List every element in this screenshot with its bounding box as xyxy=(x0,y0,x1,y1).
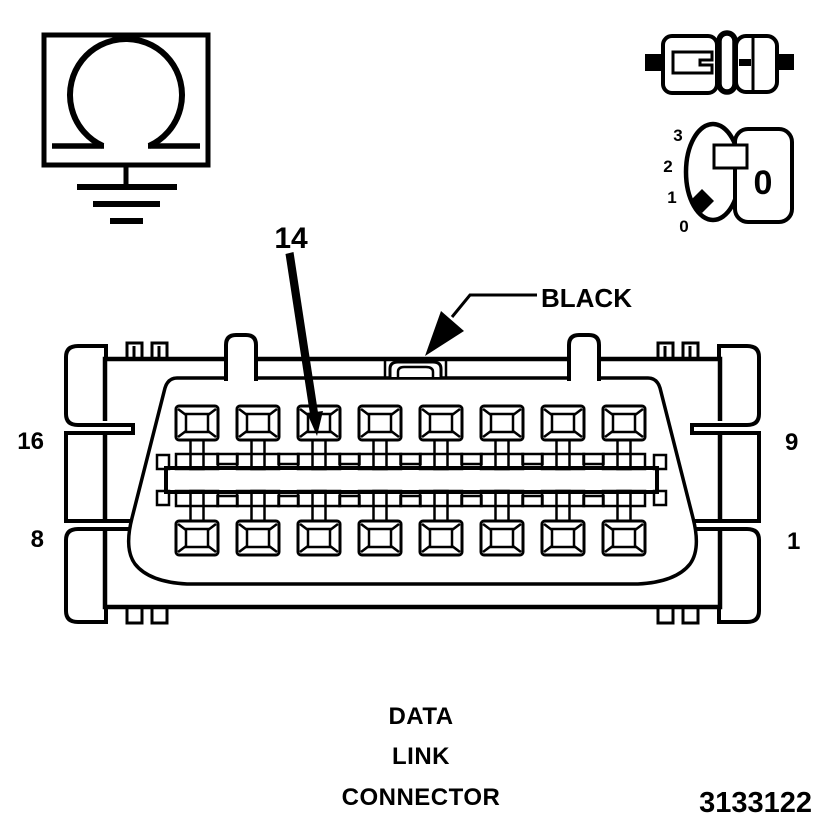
omega-icon xyxy=(67,36,185,149)
caption-line-3: CONNECTOR xyxy=(342,784,501,811)
dial-ring xyxy=(683,121,743,223)
black-label: BLACK xyxy=(541,283,632,313)
caption-line-2: LINK xyxy=(392,743,450,770)
black-leader-line xyxy=(450,293,537,318)
pin14-label: 14 xyxy=(274,222,308,255)
pin14-arrowhead-icon xyxy=(307,411,323,436)
latch-tab xyxy=(383,360,448,377)
seal-ring xyxy=(716,30,738,95)
rail-comb-tabs xyxy=(216,452,605,508)
dial-mark-0: 0 xyxy=(679,217,688,236)
dial-notch xyxy=(712,143,749,170)
terminal-rail xyxy=(164,466,659,494)
pin-8-label: 8 xyxy=(31,526,44,553)
part-number: 3133122 xyxy=(699,787,812,819)
mounting-ears-right xyxy=(690,344,761,624)
pin-1-label: 1 xyxy=(787,528,800,555)
pin-9-label: 9 xyxy=(785,429,798,456)
pin14-leader-line xyxy=(285,252,319,421)
pin-16-label: 16 xyxy=(17,428,44,455)
dial-mark-3: 3 xyxy=(673,126,682,145)
dial-mark-2: 2 xyxy=(663,157,672,176)
disconnect-connector-icon xyxy=(645,30,794,95)
terminal-slot xyxy=(671,50,714,75)
dial-pointer-diamond xyxy=(690,189,714,213)
dial-face xyxy=(733,127,794,224)
caption-line-1: DATA xyxy=(388,703,453,730)
rail-end-stubs xyxy=(155,453,668,507)
ohmmeter-ground-icon xyxy=(41,32,211,224)
dial-mark-1: 1 xyxy=(667,188,676,207)
index-tabs-bottom xyxy=(125,605,700,625)
alignment-post-right xyxy=(567,333,601,381)
mounting-ears-left xyxy=(64,344,135,624)
pin14-callout: 14 xyxy=(274,222,323,436)
index-tabs-top xyxy=(125,341,700,361)
black-wire-callout: BLACK xyxy=(425,283,632,356)
alignment-post-left xyxy=(224,333,258,381)
dial-face-digit: 0 xyxy=(754,164,773,202)
caption: DATA LINK CONNECTOR xyxy=(342,703,501,811)
black-arrowhead-icon xyxy=(425,311,464,356)
wire-stub-right xyxy=(776,54,794,70)
ground-icon xyxy=(77,165,177,224)
rotary-dial-icon: 3 2 1 0 0 xyxy=(663,121,794,236)
connector-body xyxy=(64,333,761,625)
